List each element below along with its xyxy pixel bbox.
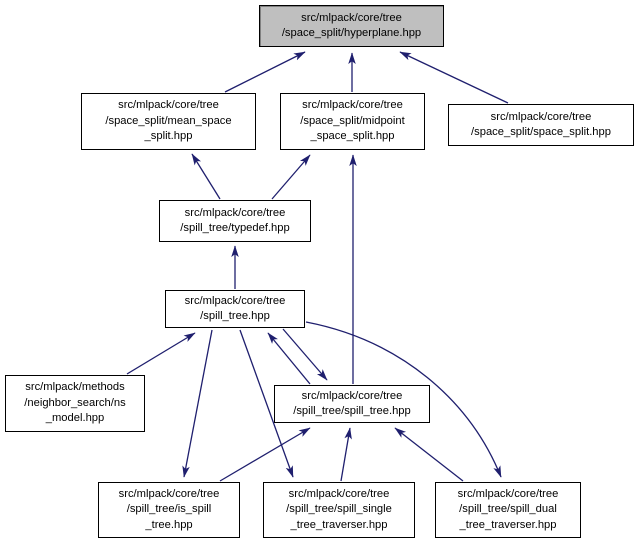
node-spill-single-tree-traverser-line-1: src/mlpack/core/tree bbox=[288, 487, 390, 500]
node-hyperplane-line-1: src/mlpack/core/tree bbox=[301, 11, 402, 24]
node-space-split-line-2: /space_split/space_split.hpp bbox=[471, 126, 611, 138]
edge-ns-model-to-spill-tree bbox=[126, 332, 196, 375]
edge-typedef-to-midpoint-space-split bbox=[271, 154, 311, 200]
node-is-spill-tree-line-1: src/mlpack/core/tree bbox=[118, 487, 220, 500]
node-spill-single-tree-traverser[interactable]: src/mlpack/core/tree /spill_tree/spill_s… bbox=[263, 482, 415, 538]
node-midpoint-space-split-line-2: /space_split/midpoint bbox=[300, 114, 405, 127]
node-spill-dual-tree-traverser[interactable]: src/mlpack/core/tree /spill_tree/spill_d… bbox=[435, 482, 581, 538]
node-spill-tree-line-2: /spill_tree.hpp bbox=[200, 310, 270, 322]
node-spill-tree-spill-tree-line-1: src/mlpack/core/tree bbox=[301, 389, 403, 402]
node-spill-tree-spill-tree[interactable]: src/mlpack/core/tree /spill_tree/spill_t… bbox=[274, 385, 430, 423]
node-ns-model-line-1: src/mlpack/methods bbox=[25, 381, 125, 394]
edge-mean-space-split-to-hyperplane bbox=[224, 51, 306, 93]
node-mean-space-split-line-2: /space_split/mean_space bbox=[105, 114, 232, 127]
node-spill-dual-tree-traverser-line-1: src/mlpack/core/tree bbox=[457, 487, 559, 500]
node-spill-tree-spill-tree-line-2: /spill_tree/spill_tree.hpp bbox=[293, 405, 411, 417]
node-mean-space-split-line-3: _split.hpp bbox=[144, 130, 193, 143]
node-typedef[interactable]: src/mlpack/core/tree /spill_tree/typedef… bbox=[159, 200, 311, 242]
node-spill-dual-tree-traverser-line-2: /spill_tree/spill_dual bbox=[459, 503, 557, 516]
node-midpoint-space-split-line-1: src/mlpack/core/tree bbox=[302, 99, 403, 112]
edge-spill-tree-spill-tree-to-spill-tree bbox=[267, 332, 311, 385]
node-midpoint-space-split-line-3: _space_split.hpp bbox=[310, 130, 395, 143]
node-is-spill-tree[interactable]: src/mlpack/core/tree /spill_tree/is_spil… bbox=[98, 482, 240, 538]
node-typedef-line-1: src/mlpack/core/tree bbox=[184, 206, 286, 219]
node-mean-space-split[interactable]: src/mlpack/core/tree /space_split/mean_s… bbox=[81, 93, 256, 150]
edge-spill-dual-tree-traverser-to-spill-tree-spill-tree bbox=[394, 427, 464, 482]
node-typedef-line-2: /spill_tree/typedef.hpp bbox=[180, 222, 290, 234]
node-mean-space-split-line-1: src/mlpack/core/tree bbox=[118, 99, 219, 112]
node-hyperplane[interactable]: src/mlpack/core/tree /space_split/hyperp… bbox=[259, 5, 444, 47]
node-spill-tree-line-1: src/mlpack/core/tree bbox=[184, 294, 286, 307]
edge-spill-single-tree-traverser-to-spill-tree-spill-tree bbox=[340, 427, 352, 482]
node-spill-tree[interactable]: src/mlpack/core/tree /spill_tree.hpp bbox=[165, 290, 305, 328]
node-space-split[interactable]: src/mlpack/core/tree /space_split/space_… bbox=[448, 104, 634, 146]
edge-is-spill-tree-to-spill-tree-spill-tree bbox=[219, 427, 311, 482]
node-hyperplane-line-2: /space_split/hyperplane.hpp bbox=[281, 27, 422, 39]
node-spill-dual-tree-traverser-line-3: _tree_traverser.hpp bbox=[459, 518, 557, 531]
node-midpoint-space-split[interactable]: src/mlpack/core/tree /space_split/midpoi… bbox=[280, 93, 425, 150]
node-spill-single-tree-traverser-line-3: _tree_traverser.hpp bbox=[290, 518, 388, 531]
node-ns-model-line-3: _model.hpp bbox=[45, 412, 105, 425]
node-is-spill-tree-line-2: /spill_tree/is_spill bbox=[126, 503, 212, 516]
node-is-spill-tree-line-3: _tree.hpp bbox=[145, 518, 193, 531]
edge-typedef-to-mean-space-split bbox=[191, 153, 221, 200]
node-space-split-line-1: src/mlpack/core/tree bbox=[490, 110, 592, 123]
node-ns-model-line-2: /neighbor_search/ns bbox=[24, 396, 126, 409]
edge-spill-tree-to-spill-tree-spill-tree bbox=[282, 328, 328, 381]
node-ns-model[interactable]: src/mlpack/methods /neighbor_search/ns _… bbox=[5, 375, 145, 432]
edge-spill-tree-to-is-spill-tree bbox=[182, 329, 213, 478]
node-spill-single-tree-traverser-line-2: /spill_tree/spill_single bbox=[286, 503, 392, 516]
